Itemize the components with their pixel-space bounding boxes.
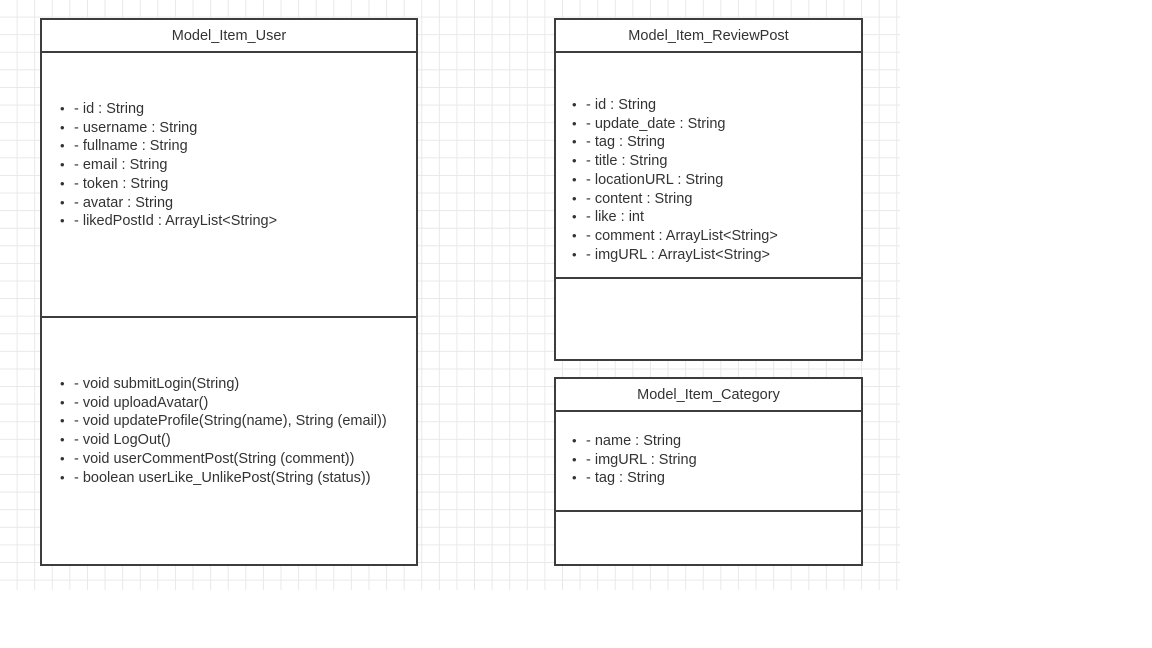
uml-class-model-item-user[interactable]: Model_Item_User - id : String- username … bbox=[40, 18, 418, 566]
attribute-item: - fullname : String bbox=[58, 137, 416, 156]
class-title-model-item-category: Model_Item_Category bbox=[556, 379, 861, 412]
method-item: - void submitLogin(String) bbox=[58, 375, 416, 394]
attribute-item: - imgURL : ArrayList<String> bbox=[570, 246, 861, 265]
attribute-item: - email : String bbox=[58, 156, 416, 175]
class-title-model-item-reviewpost: Model_Item_ReviewPost bbox=[556, 20, 861, 53]
attribute-item: - likedPostId : ArrayList<String> bbox=[58, 212, 416, 231]
method-item: - void LogOut() bbox=[58, 431, 416, 450]
method-item: - void uploadAvatar() bbox=[58, 394, 416, 413]
method-list-model-item-user: - void submitLogin(String)- void uploadA… bbox=[58, 375, 416, 487]
attribute-list-model-item-user: - id : String- username : String- fullna… bbox=[58, 100, 416, 231]
attribute-item: - title : String bbox=[570, 152, 861, 171]
uml-class-model-item-reviewpost[interactable]: Model_Item_ReviewPost - id : String- upd… bbox=[554, 18, 863, 361]
attribute-list-model-item-reviewpost: - id : String- update_date : String- tag… bbox=[570, 96, 861, 264]
attributes-compartment-model-item-reviewpost: - id : String- update_date : String- tag… bbox=[556, 53, 861, 279]
attribute-item: - tag : String bbox=[570, 133, 861, 152]
attribute-item: - name : String bbox=[570, 432, 861, 451]
attribute-item: - comment : ArrayList<String> bbox=[570, 227, 861, 246]
class-title-model-item-user: Model_Item_User bbox=[42, 20, 416, 53]
attribute-item: - id : String bbox=[58, 100, 416, 119]
attribute-item: - locationURL : String bbox=[570, 171, 861, 190]
methods-compartment-model-item-user: - void submitLogin(String)- void uploadA… bbox=[42, 318, 416, 564]
attribute-item: - tag : String bbox=[570, 469, 861, 488]
attribute-item: - token : String bbox=[58, 175, 416, 194]
method-item: - void userCommentPost(String (comment)) bbox=[58, 450, 416, 469]
methods-compartment-model-item-reviewpost bbox=[556, 279, 861, 359]
attributes-compartment-model-item-category: - name : String- imgURL : String- tag : … bbox=[556, 412, 861, 512]
method-item: - void updateProfile(String(name), Strin… bbox=[58, 412, 416, 431]
methods-compartment-model-item-category bbox=[556, 512, 861, 564]
attributes-compartment-model-item-user: - id : String- username : String- fullna… bbox=[42, 53, 416, 318]
attribute-item: - username : String bbox=[58, 119, 416, 138]
attribute-item: - imgURL : String bbox=[570, 451, 861, 470]
attribute-item: - like : int bbox=[570, 208, 861, 227]
attribute-item: - avatar : String bbox=[58, 194, 416, 213]
attribute-item: - update_date : String bbox=[570, 115, 861, 134]
attribute-item: - id : String bbox=[570, 96, 861, 115]
attribute-list-model-item-category: - name : String- imgURL : String- tag : … bbox=[570, 432, 861, 488]
attribute-item: - content : String bbox=[570, 190, 861, 209]
uml-class-model-item-category[interactable]: Model_Item_Category - name : String- img… bbox=[554, 377, 863, 566]
method-item: - boolean userLike_UnlikePost(String (st… bbox=[58, 469, 416, 488]
